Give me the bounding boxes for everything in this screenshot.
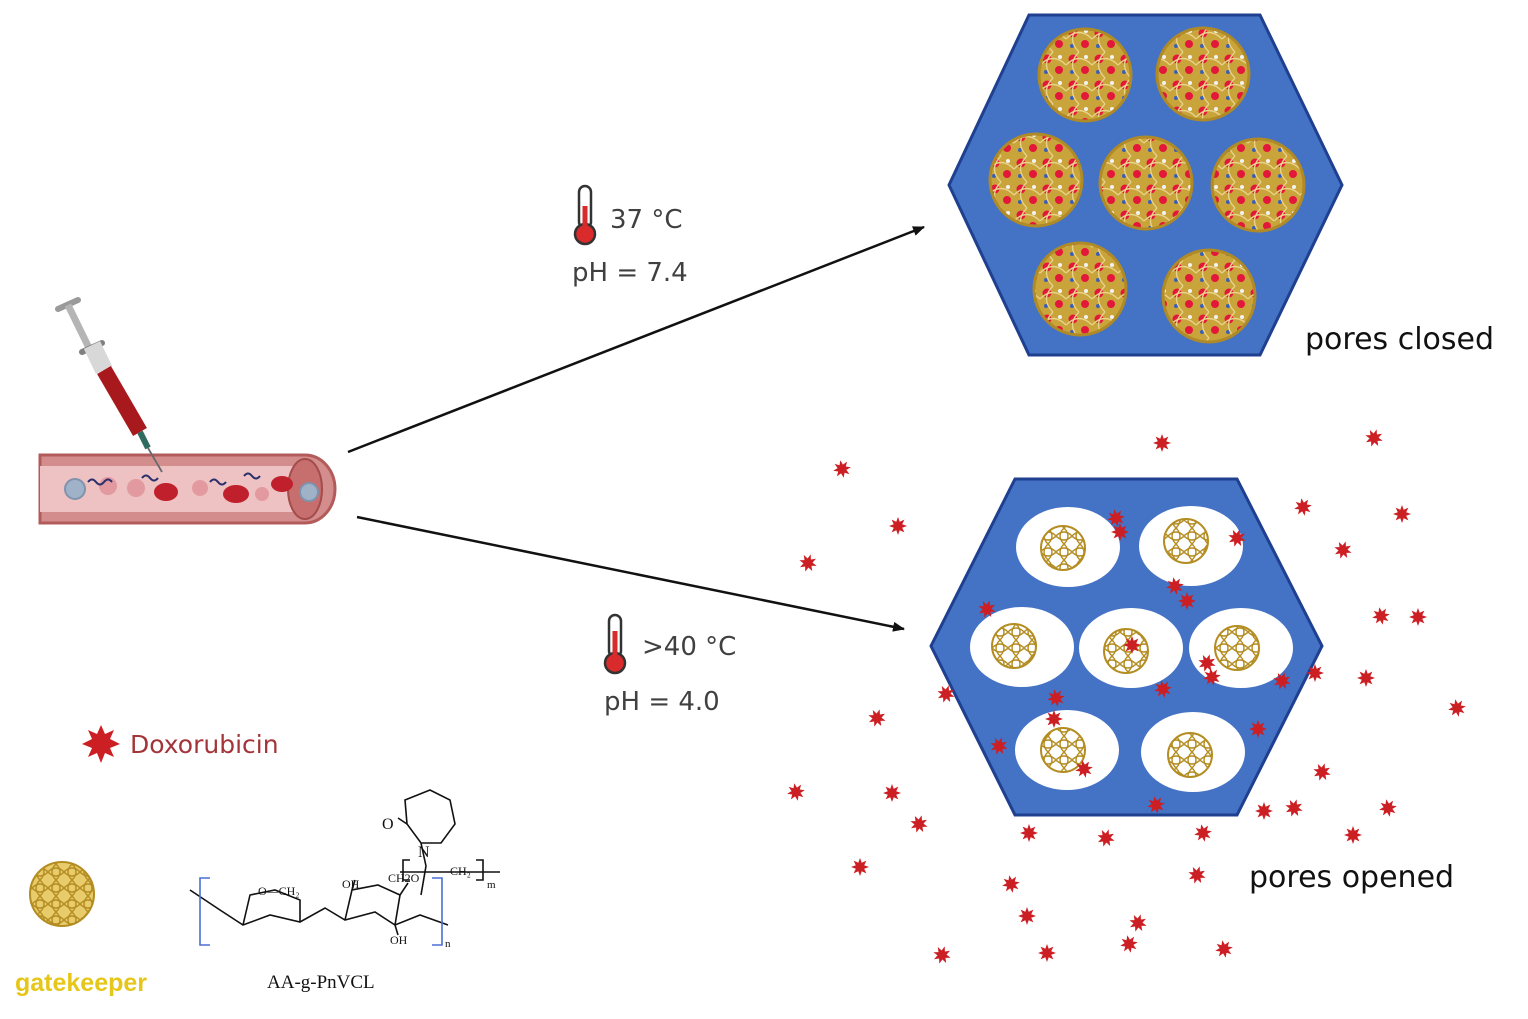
released-doxorubicin-molecule — [1255, 802, 1273, 820]
released-doxorubicin-molecule — [1097, 829, 1115, 847]
pores-closed-label: pores closed — [1305, 322, 1494, 357]
doxorubicin-icon — [82, 725, 120, 763]
svg-text:m: m — [487, 879, 496, 891]
released-doxorubicin-molecule — [1107, 509, 1125, 527]
tumor-temperature-label: >40 °C — [642, 632, 736, 662]
released-doxorubicin-molecule — [1188, 866, 1206, 884]
blood-vessel-illustration — [38, 297, 337, 525]
released-doxorubicin-molecule — [1228, 529, 1246, 547]
released-doxorubicin-molecule — [883, 784, 901, 802]
gatekeeper-label: gatekeeper — [15, 969, 147, 997]
released-doxorubicin-molecule — [933, 946, 951, 964]
thermometer-icon — [573, 184, 597, 246]
released-doxorubicin-molecule — [868, 709, 886, 727]
released-doxorubicin-molecule — [1154, 680, 1172, 698]
released-doxorubicin-molecule — [787, 783, 805, 801]
released-doxorubicin-molecule — [1344, 826, 1362, 844]
closed-pores-nanoparticle — [947, 13, 1344, 357]
released-doxorubicin-molecule — [851, 858, 869, 876]
released-doxorubicin-molecule — [1448, 699, 1466, 717]
released-doxorubicin-molecule — [1365, 429, 1383, 447]
legend-gatekeeper: gatekeeper — [15, 861, 147, 997]
thermometer-icon — [603, 613, 627, 675]
drug-loaded-pore — [1155, 26, 1251, 122]
released-doxorubicin-molecule — [1111, 523, 1129, 541]
released-doxorubicin-molecule — [1194, 824, 1212, 842]
drug-loaded-pore — [988, 132, 1084, 228]
svg-text:OH: OH — [390, 933, 408, 947]
released-doxorubicin-molecule — [1379, 799, 1397, 817]
released-doxorubicin-molecule — [1313, 763, 1331, 781]
released-doxorubicin-molecule — [1306, 664, 1324, 682]
released-doxorubicin-molecule — [1203, 668, 1221, 686]
normal-ph-label: pH = 7.4 — [572, 258, 688, 288]
svg-text:N: N — [418, 844, 430, 861]
released-doxorubicin-molecule — [1393, 505, 1411, 523]
released-doxorubicin-molecule — [910, 815, 928, 833]
released-doxorubicin-molecule — [1166, 577, 1184, 595]
blood-cells — [64, 472, 319, 503]
released-doxorubicin-molecule — [1038, 944, 1056, 962]
released-doxorubicin-molecule — [937, 685, 955, 703]
released-doxorubicin-molecule — [1018, 907, 1036, 925]
tumor-ph-label: pH = 4.0 — [604, 687, 720, 717]
released-doxorubicin-molecule — [1215, 940, 1233, 958]
released-doxorubicin-molecule — [1334, 541, 1352, 559]
chemical-structure-aa-g-pnvcl — [189, 789, 500, 946]
svg-text:OH: OH — [342, 877, 360, 891]
released-doxorubicin-molecule — [799, 554, 817, 572]
arrow-to-opened — [356, 515, 905, 632]
doxorubicin-label: Doxorubicin — [130, 730, 279, 759]
svg-text:O: O — [382, 816, 394, 833]
svg-text:O—CH₂: O—CH₂ — [258, 884, 300, 898]
released-doxorubicin-molecule — [1178, 592, 1196, 610]
released-doxorubicin-molecule — [1357, 669, 1375, 687]
closed-pores — [988, 26, 1306, 344]
pores-opened-label: pores opened — [1249, 860, 1454, 895]
released-doxorubicin-molecule — [833, 460, 851, 478]
released-doxorubicin-molecule — [1020, 824, 1038, 842]
arrow-to-closed — [347, 225, 925, 454]
svg-text:n: n — [445, 938, 451, 950]
released-doxorubicin-molecule — [978, 600, 996, 618]
released-doxorubicin-molecule — [1075, 760, 1093, 778]
drug-loaded-pore — [1098, 135, 1194, 231]
svg-text:CH2O: CH2O — [388, 871, 420, 885]
svg-text:CH₂: CH₂ — [450, 864, 471, 878]
released-doxorubicin-molecule — [1120, 935, 1138, 953]
released-doxorubicin-molecule — [1198, 654, 1216, 672]
released-doxorubicin-molecule — [1285, 799, 1303, 817]
released-doxorubicin-molecule — [1294, 498, 1312, 516]
opened-pores-nanoparticle — [929, 477, 1324, 817]
released-doxorubicin — [787, 429, 1466, 964]
drug-loaded-pore — [1161, 248, 1257, 344]
released-doxorubicin-molecule — [1047, 689, 1065, 707]
normal-temperature-label: 37 °C — [610, 205, 683, 235]
released-doxorubicin-molecule — [1409, 608, 1427, 626]
released-doxorubicin-molecule — [1129, 914, 1147, 932]
syringe-icon — [55, 297, 163, 473]
released-doxorubicin-molecule — [1153, 434, 1171, 452]
legend-doxorubicin: Doxorubicin — [82, 725, 279, 763]
released-doxorubicin-molecule — [1273, 672, 1291, 690]
drug-loaded-pore — [1037, 27, 1133, 123]
released-doxorubicin-molecule — [889, 517, 907, 535]
drug-loaded-pore — [1210, 137, 1306, 233]
chemical-structure-labels: O N CH₂ O—CH₂ OH CH2O OH m n AA-g-PnVCL — [258, 816, 496, 993]
released-doxorubicin-molecule — [1045, 710, 1063, 728]
released-doxorubicin-molecule — [1002, 875, 1020, 893]
released-doxorubicin-molecule — [1147, 796, 1165, 814]
released-doxorubicin-molecule — [1123, 636, 1141, 654]
released-doxorubicin-molecule — [1372, 607, 1390, 625]
released-doxorubicin-molecule — [1249, 720, 1267, 738]
shrunken-gatekeepers — [991, 518, 1260, 778]
polymer-name-label: AA-g-PnVCL — [267, 972, 375, 993]
drug-loaded-pore — [1032, 241, 1128, 337]
released-doxorubicin-molecule — [990, 737, 1008, 755]
